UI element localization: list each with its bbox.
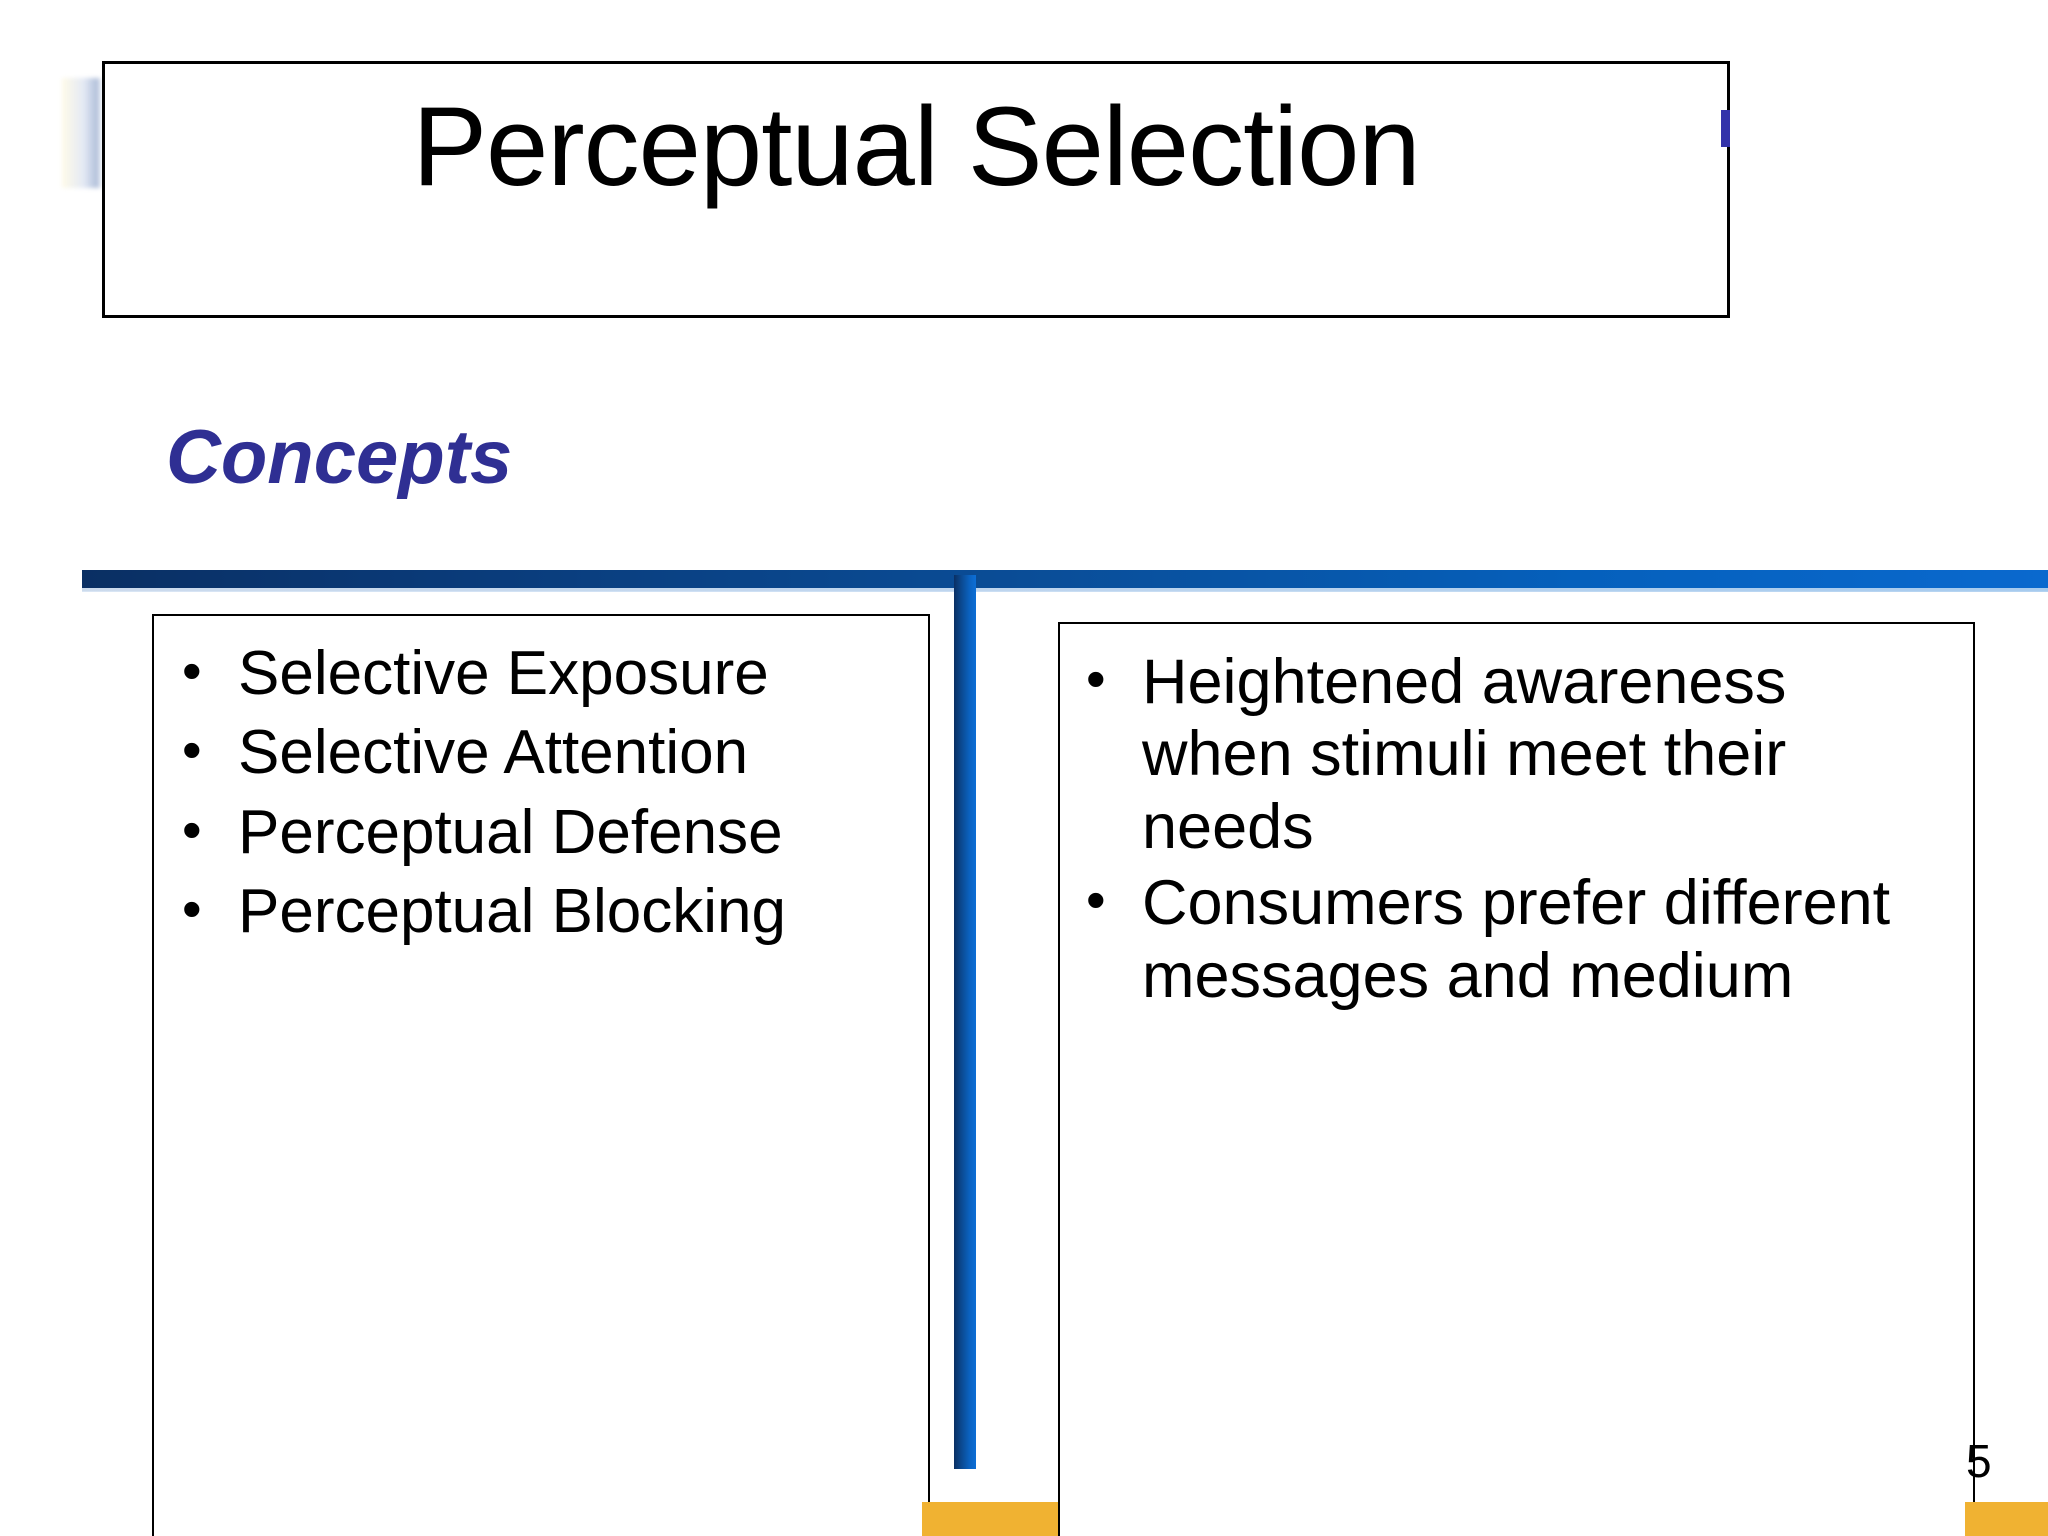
list-item: Perceptual Defense	[164, 795, 854, 868]
list-item: Perceptual Blocking	[164, 874, 854, 947]
list-item: Consumers prefer different messages and …	[1068, 865, 1928, 1012]
accent-bar-center	[922, 1502, 1058, 1536]
page-number: 5	[1966, 1435, 1992, 1487]
vertical-divider-bar	[954, 575, 976, 1469]
right-content-box: Heightened awareness when stimuli meet t…	[1058, 622, 1975, 1536]
horizontal-divider-highlight	[82, 588, 2048, 592]
list-item: Selective Exposure	[164, 636, 854, 709]
left-bullet-list: Selective Exposure Selective Attention P…	[164, 636, 854, 955]
list-item: Selective Attention	[164, 715, 854, 788]
title-placeholder-box: Perceptual Selection	[102, 61, 1730, 318]
accent-bar-right	[1965, 1502, 2048, 1536]
left-content-box: Selective Exposure Selective Attention P…	[152, 614, 930, 1536]
page-title: Perceptual Selection	[412, 84, 1420, 209]
section-heading: Concepts	[166, 415, 513, 500]
list-item: Heightened awareness when stimuli meet t…	[1068, 644, 1928, 863]
left-edge-ghost-artifact	[62, 78, 102, 188]
horizontal-divider-bar	[82, 570, 2048, 591]
title-right-tick-mark	[1721, 110, 1730, 147]
right-bullet-list: Heightened awareness when stimuli meet t…	[1068, 644, 1928, 1016]
